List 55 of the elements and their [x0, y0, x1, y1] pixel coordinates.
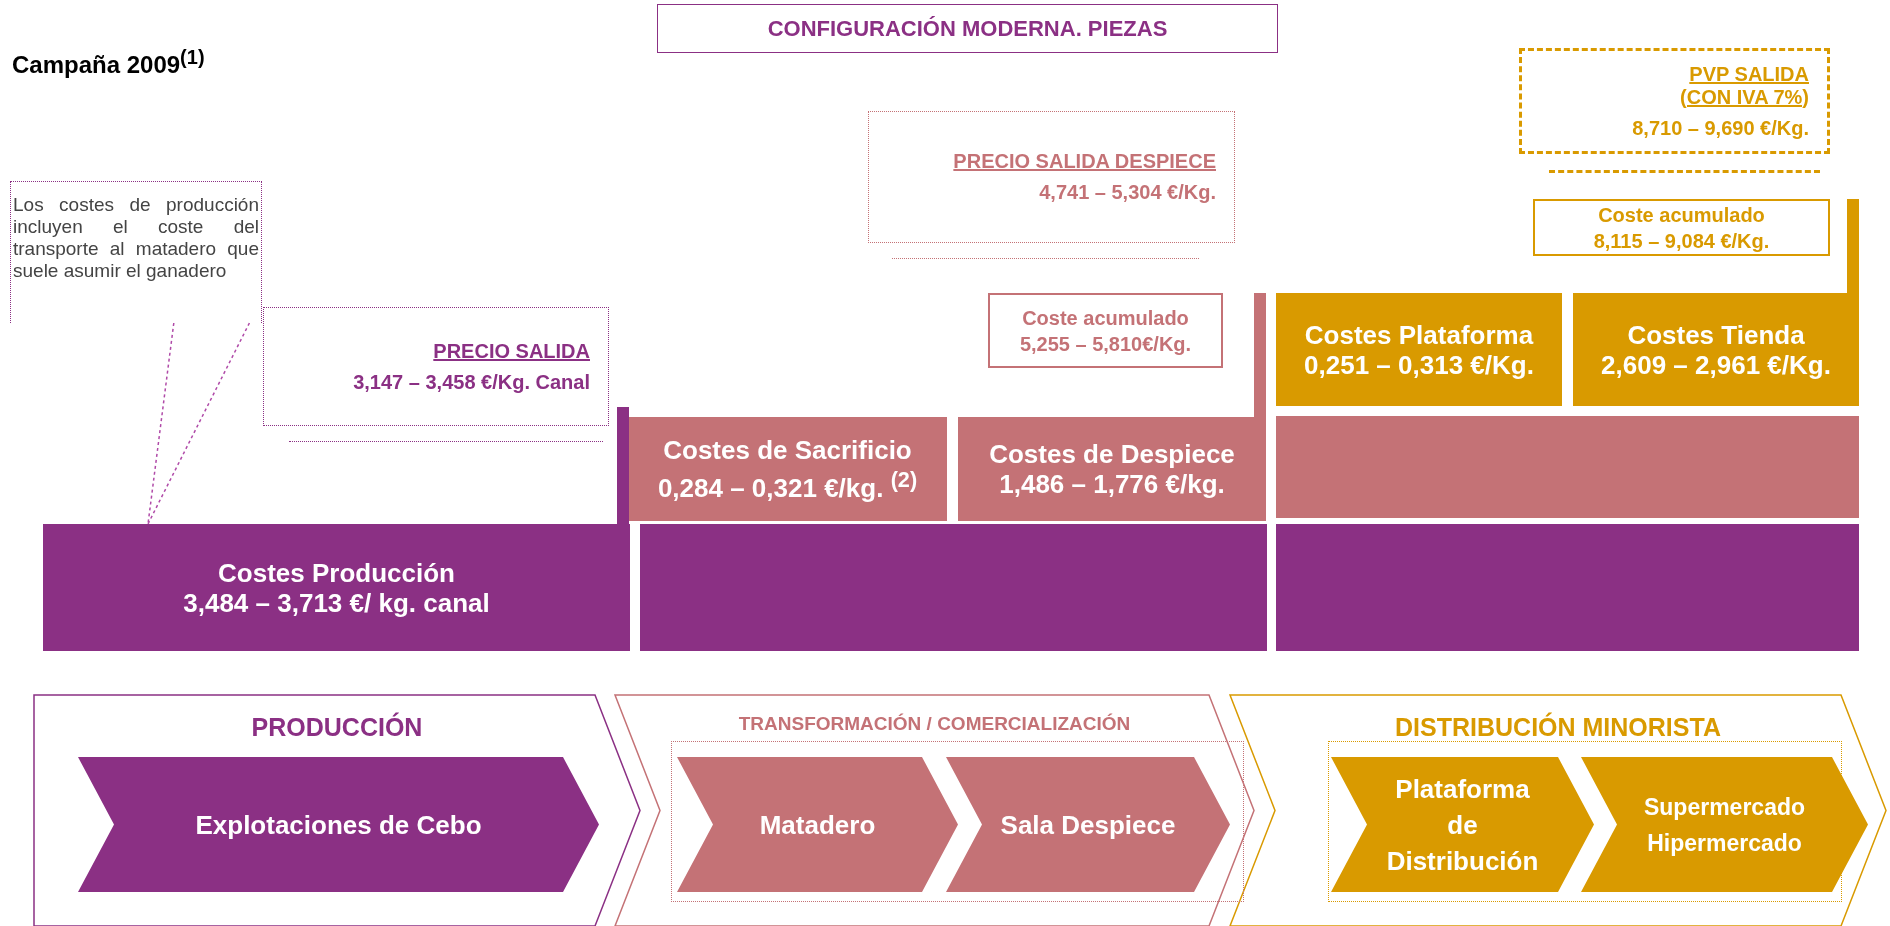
stacked-bar: [1276, 416, 1859, 518]
stacked-bar: [1276, 524, 1859, 651]
cost-value: 3,484 – 3,713 €/ kg. canal: [183, 587, 490, 618]
step-label: Plataforma de Distribución: [1385, 772, 1540, 878]
cost-title: Costes Tienda: [1627, 319, 1805, 350]
cumulative-cost-box: [1533, 199, 1830, 256]
price-box: [868, 111, 1235, 243]
process-chevron: [946, 757, 1230, 892]
price-box: [1519, 48, 1830, 154]
cumulative-cost-box: [988, 293, 1223, 368]
cost-bar: [628, 417, 947, 521]
stage-heading: PRODUCCIÓN: [250, 713, 424, 742]
process-chevron: [78, 757, 599, 892]
page-title: Campaña 2009$^{(1)}$: [12, 46, 205, 79]
stage-panel: [34, 695, 640, 926]
cost-title: Costes de Despiece: [989, 439, 1235, 469]
cost-text: 8,115 – 9,084 €/Kg.: [1593, 228, 1770, 254]
price-box: [263, 307, 609, 426]
callout-pointer: [147, 322, 251, 525]
price-heading: PRECIO SALIDA: [433, 339, 590, 363]
cost-bar: [43, 524, 630, 651]
step-label: Explotaciones de Cebo: [194, 808, 483, 842]
cost-title: Costes Plataforma: [1304, 319, 1534, 350]
note-box: [10, 181, 262, 323]
heading-box: [657, 4, 1278, 53]
cost-text: Coste acumulado: [1598, 202, 1765, 228]
cost-title: Costes Producción: [218, 557, 455, 588]
cost-title: Costes de Sacrificio: [663, 435, 912, 466]
process-chevron: [677, 757, 958, 892]
price-heading: PVP SALIDA (CON IVA 7%): [1679, 62, 1809, 109]
step-label: Supermercado Hipermercado: [1642, 792, 1807, 858]
step-label: Matadero: [758, 808, 877, 842]
cost-bar: [958, 417, 1266, 521]
stage-panel: [1230, 695, 1886, 926]
cost-value: 1,486 – 1,776 €/kg.: [999, 469, 1225, 499]
stage-heading: TRANSFORMACIÓN / COMERCIALIZACIÓN: [737, 713, 1132, 735]
process-chevron: [1331, 757, 1594, 892]
heading-text: CONFIGURACIÓN MODERNA. PIEZAS: [767, 15, 1168, 42]
process-chevron: [1581, 757, 1868, 892]
cost-value: 0,251 – 0,313 €/Kg.: [1304, 349, 1534, 380]
stacked-bar: [640, 524, 1267, 651]
cost-text: 5,255 – 5,810€/Kg.: [1019, 331, 1192, 357]
cost-value: 0,284 – 0,321 €/kg. $^{(2)}$: [657, 466, 918, 503]
cost-bar: [1276, 293, 1562, 406]
stage-heading: DISTRIBUCIÓN MINORISTA: [1394, 713, 1722, 742]
note-text: Los costes de producción incluyen el coste del transporte al matadero que suele asumir el ganadero: [13, 194, 259, 282]
cost-text: Coste acumulado: [1022, 305, 1189, 331]
cost-bar: [1573, 293, 1859, 406]
cost-value: 2,609 – 2,961 €/Kg.: [1601, 349, 1831, 380]
stage-panel: [615, 695, 1254, 926]
price-value: 3,147 – 3,458 €/Kg. Canal: [353, 370, 590, 394]
price-value: 4,741 – 5,304 €/Kg.: [1039, 181, 1216, 204]
price-heading: PRECIO SALIDA DESPIECE: [953, 150, 1216, 173]
price-value: 8,710 – 9,690 €/Kg.: [1632, 116, 1809, 140]
step-label: Sala Despiece: [999, 808, 1177, 842]
